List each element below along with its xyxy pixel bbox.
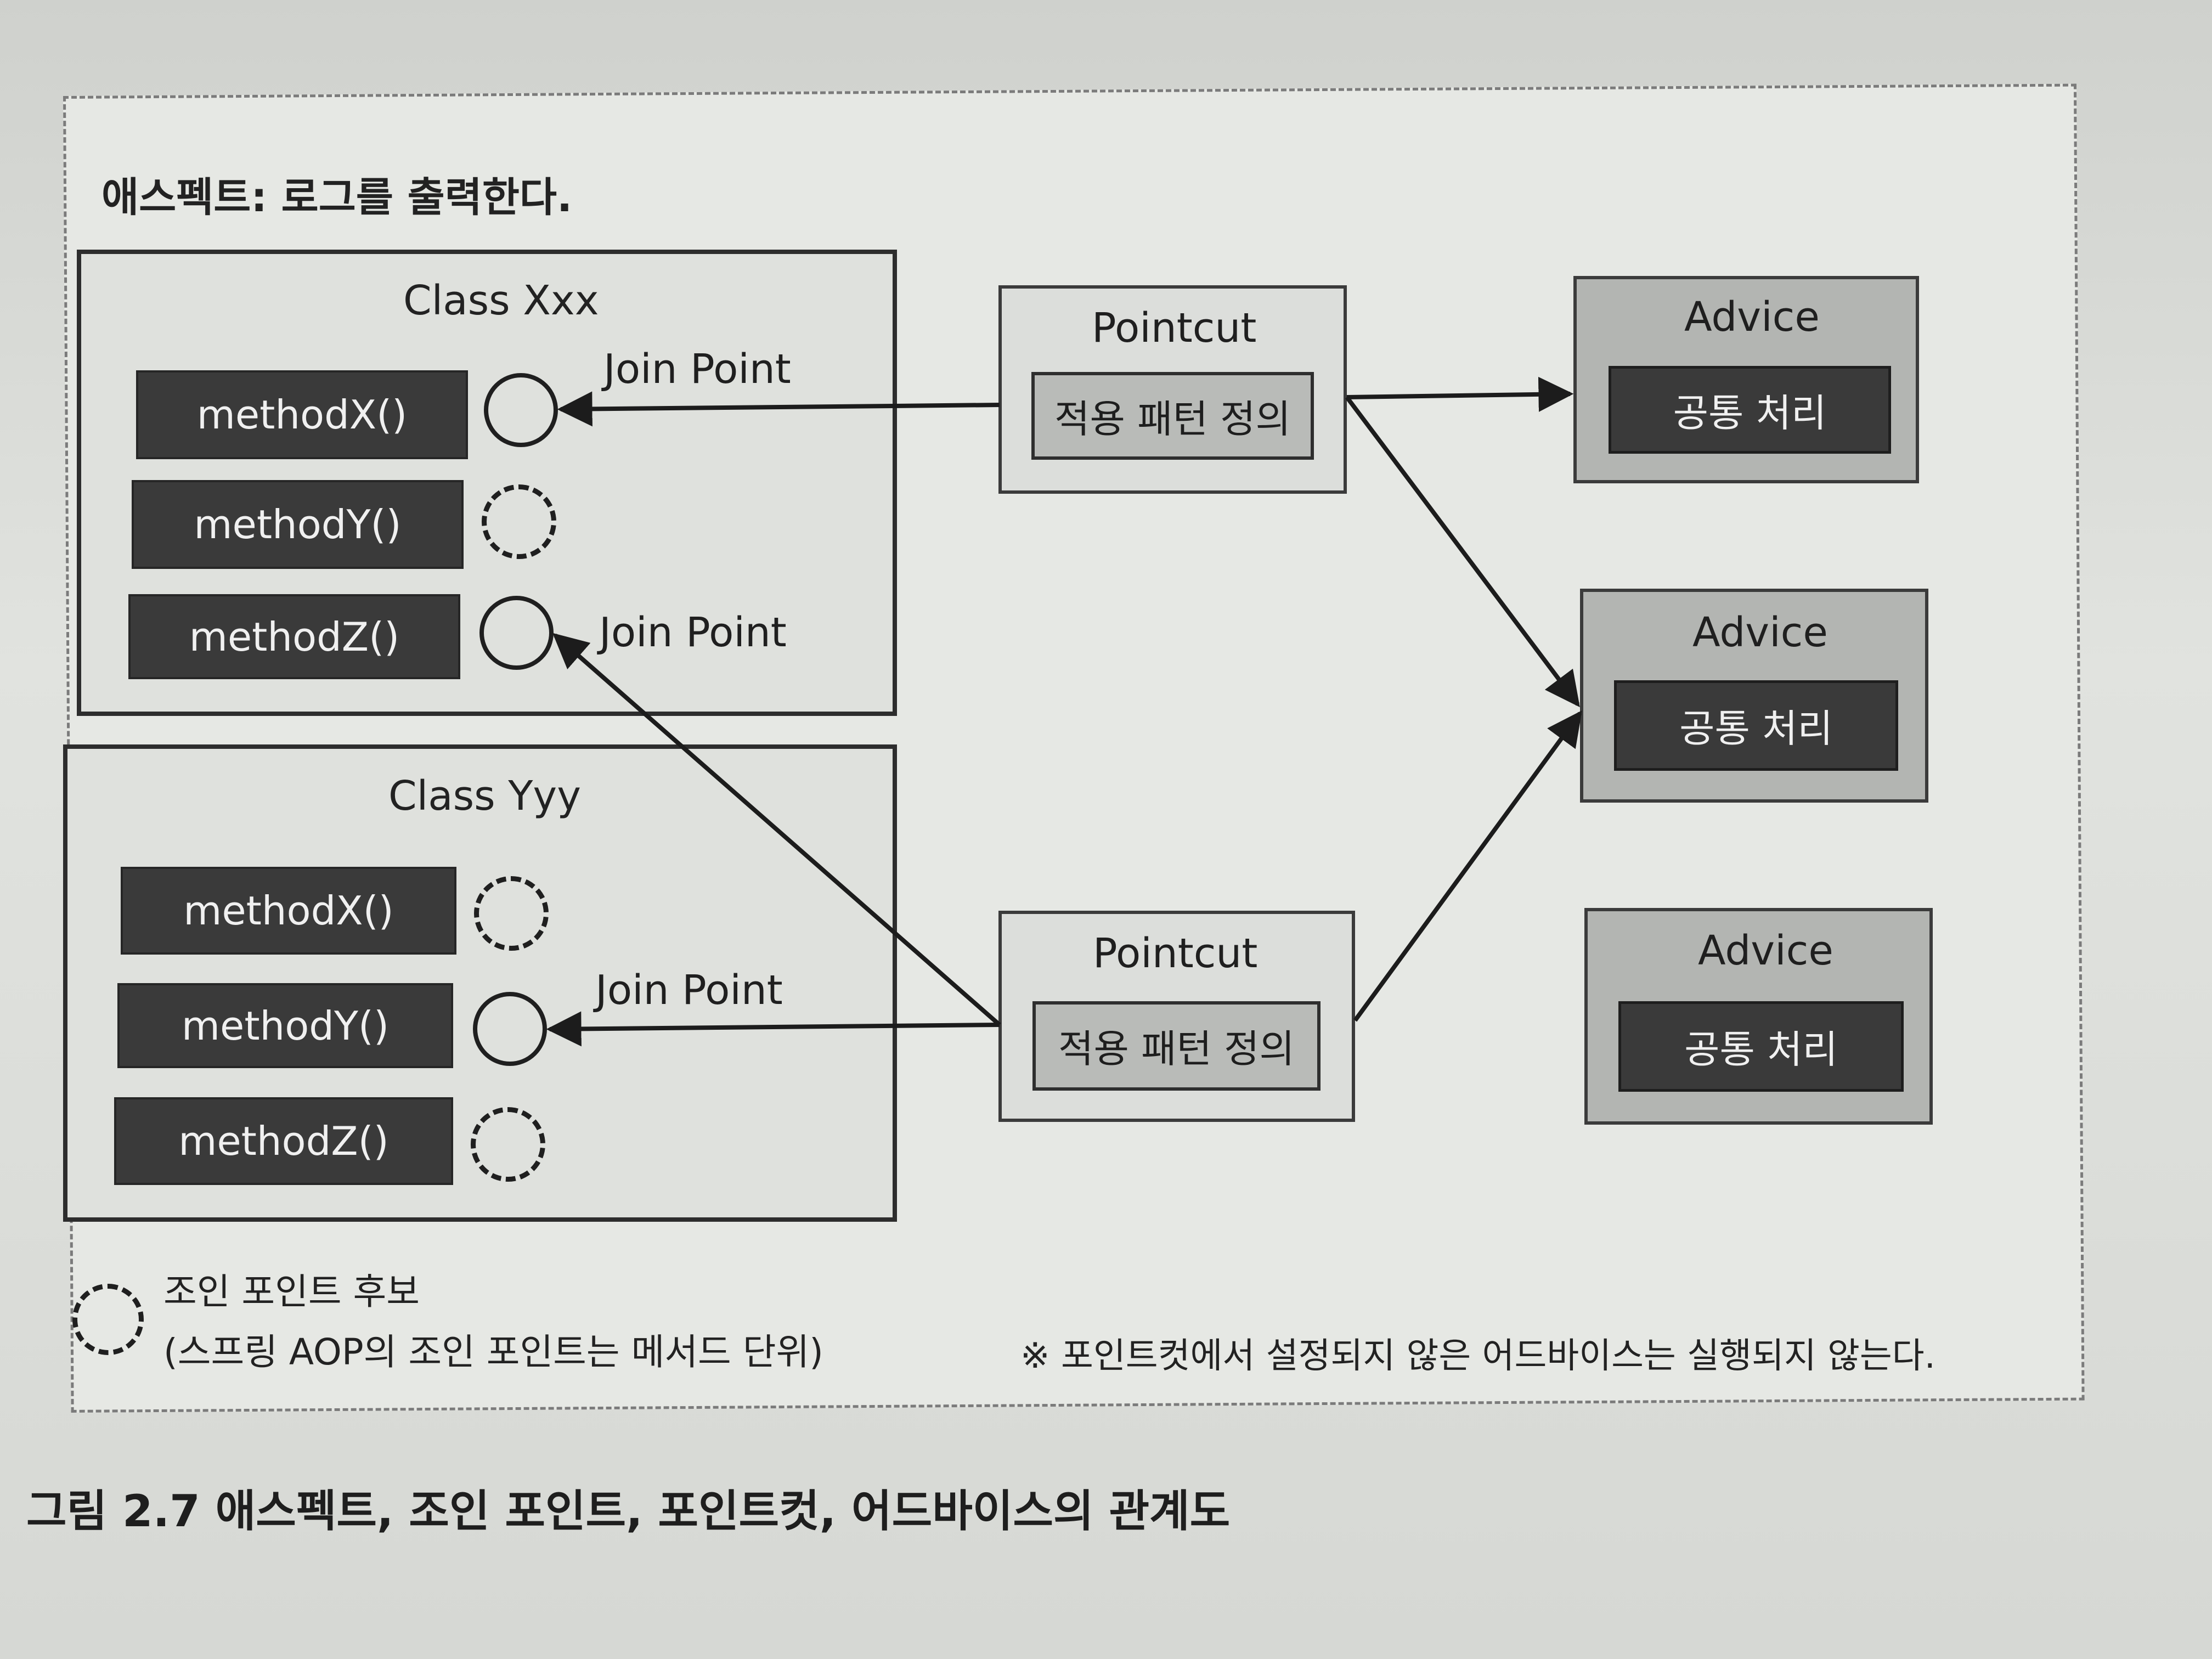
advice-3-title: Advice <box>1698 927 1833 974</box>
class-yyy-title: Class Yyy <box>388 772 581 820</box>
advice-1-title: Advice <box>1684 294 1820 341</box>
join-point-candidate-yyy-x <box>474 876 549 951</box>
join-point-candidate-yyy-z <box>471 1107 545 1182</box>
class-xxx-method-x: methodX() <box>136 370 468 459</box>
arrow-pointcut2-to-advice2 <box>1353 710 1582 1022</box>
pointcut-2-title: Pointcut <box>1093 930 1258 977</box>
figure-caption: 그림 2.7 애스펙트, 조인 포인트, 포인트컷, 어드바이스의 관계도 <box>26 1486 1231 1537</box>
advice-1-common-processing: 공통 처리 <box>1609 366 1891 454</box>
class-xxx-title: Class Xxx <box>403 277 599 324</box>
advice-3-common-processing: 공통 처리 <box>1618 1001 1904 1092</box>
join-point-solid-z <box>479 596 554 670</box>
join-point-label-3: Join Point <box>595 967 783 1014</box>
advice-2-common-processing: 공통 처리 <box>1614 680 1898 771</box>
arrow-pointcut1-to-joinpoint-x <box>557 391 1000 427</box>
class-yyy-method-y: methodY() <box>117 983 453 1068</box>
unset-advice-note: ※ 포인트컷에서 설정되지 않은 어드바이스는 실행되지 않는다. <box>1020 1336 1936 1376</box>
join-point-candidate-y <box>482 484 556 559</box>
class-yyy-method-x: methodX() <box>121 867 456 955</box>
pointcut-2-pattern: 적용 패턴 정의 <box>1032 1001 1321 1091</box>
join-point-solid-yyy-y <box>473 992 547 1066</box>
arrow-pointcut2-to-joinpoint-yyy-y <box>546 1011 1000 1047</box>
class-xxx-method-z: methodZ() <box>128 594 460 679</box>
pointcut-1-title: Pointcut <box>1092 304 1257 352</box>
class-xxx-method-y: methodY() <box>132 480 464 569</box>
arrow-pointcut2-to-joinpoint-z <box>552 633 1001 1027</box>
join-point-label-1: Join Point <box>603 346 791 393</box>
pointcut-1-pattern: 적용 패턴 정의 <box>1031 372 1314 460</box>
legend-dashed-circle-icon <box>72 1284 144 1355</box>
class-yyy-method-z: methodZ() <box>114 1097 453 1185</box>
arrow-pointcut1-to-advice1 <box>1346 376 1574 412</box>
join-point-solid-x <box>484 373 558 447</box>
legend-line-2: (스프링 AOP의 조인 포인트는 메서드 단위) <box>163 1331 823 1373</box>
legend-line-1: 조인 포인트 후보 <box>163 1271 420 1313</box>
aspect-title: 애스펙트: 로그를 출력한다. <box>101 174 573 221</box>
advice-2-title: Advice <box>1692 609 1828 656</box>
arrow-pointcut1-to-advice2 <box>1345 396 1580 708</box>
join-point-label-2: Join Point <box>599 609 787 656</box>
